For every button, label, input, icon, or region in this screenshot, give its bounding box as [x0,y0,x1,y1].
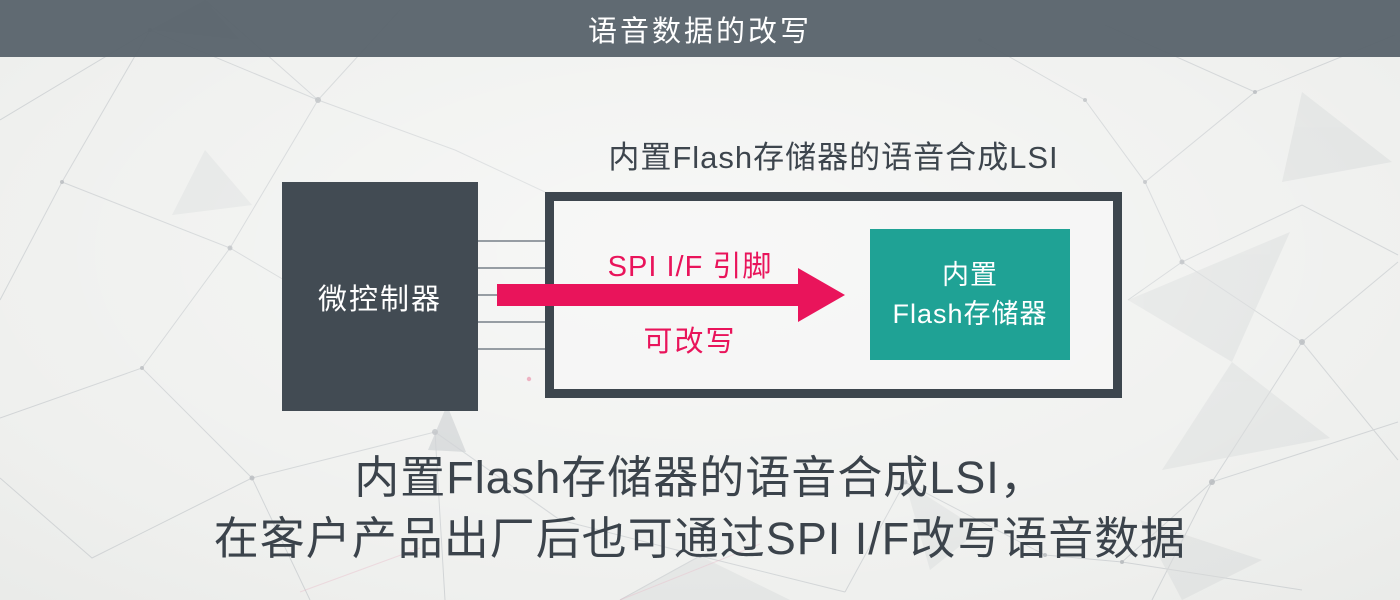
pin-line [478,240,554,242]
lsi-box-caption: 内置Flash存储器的语音合成LSI [608,140,1059,175]
caption-line-1: 内置Flash存储器的语音合成LSI， [354,452,1046,503]
pin-line [478,294,554,296]
rewritable-label: 可改写 [643,326,737,358]
header-bar: 语音数据的改写 [0,0,1400,57]
flash-memory-box: 内置 Flash存储器 [870,229,1070,360]
microcontroller-label: 微控制器 [317,283,442,316]
spi-if-pin-label: SPI I/F 引脚 [607,251,773,283]
flash-memory-label-line2: Flash存储器 [892,298,1048,329]
flash-memory-label-line1: 内置 [942,259,998,290]
page-title: 语音数据的改写 [587,15,812,48]
microcontroller-box: 微控制器 [282,182,478,411]
caption-line-2: 在客户产品出厂后也可通过SPI I/F改写语音数据 [213,513,1187,564]
